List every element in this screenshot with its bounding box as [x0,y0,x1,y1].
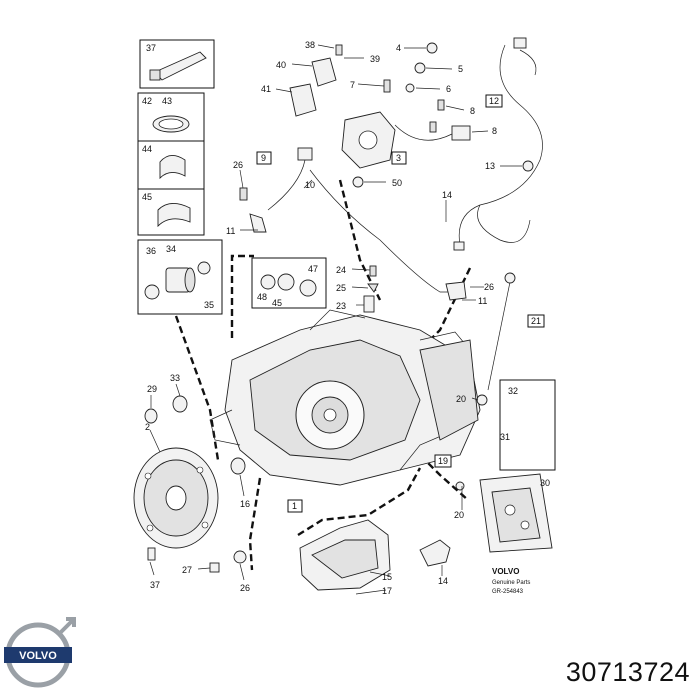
inset-box-46: 37 [139,39,215,89]
dash-group-3 [338,179,382,301]
callout-11a: 11 [226,226,235,236]
dash-group-6 [248,477,262,571]
callout-33: 33 [170,373,180,383]
callout-6: 6 [446,84,451,94]
callout-5: 5 [458,64,463,74]
callout-20a: 20 [456,394,466,404]
wiring-harness-12 [453,37,543,251]
callout-29: 29 [147,384,157,394]
callout-12: 12 [489,96,499,106]
callout-40: 40 [276,60,286,70]
callout-27: 27 [182,565,192,575]
selector-switch-3 [341,111,396,169]
plug-27 [209,562,220,573]
inset-box-44: 44 [137,140,205,190]
callout-41: 41 [261,84,271,94]
callout-17: 17 [382,586,392,596]
speed-sensor-8 [394,124,471,141]
torque-converter [133,447,219,549]
callout-45b: 45 [272,298,282,308]
callout-20b: 20 [454,510,464,520]
callout-2: 2 [145,422,150,432]
callout-39: 39 [370,54,380,64]
seal-26-lower [233,550,247,564]
seal-18 [230,457,246,475]
inset-box-47: 47 48 45 [251,257,327,309]
callout-24: 24 [336,265,346,275]
callout-labels: 38 39 40 41 7 4 5 6 8 8 13 50 14 26 10 1… [145,40,550,596]
callout-47: 47 [308,264,318,274]
logo-text: VOLVO [19,650,57,662]
callout-4: 4 [396,43,401,53]
callout-34: 34 [166,244,176,254]
leader-lines [149,44,522,595]
callout-10: 10 [305,180,315,190]
callout-32: 32 [508,386,518,396]
callout-11b: 11 [478,296,487,306]
callout-31: 31 [500,432,510,442]
small-fasteners [239,42,534,491]
callout-13: 13 [485,161,495,171]
callout-19: 19 [438,456,448,466]
callout-37: 37 [150,580,160,590]
dipstick-21 [487,272,516,391]
callout-23: 23 [336,301,346,311]
callout-45: 45 [142,192,152,202]
seal-33 [172,395,188,413]
callout-18: 16 [240,499,250,509]
callout-16: 15 [382,572,392,582]
boxed-callouts: 9 3 12 21 19 1 [256,94,545,513]
callout-46: 37 [146,43,156,53]
callout-26a: 26 [233,160,243,170]
callout-7: 7 [350,80,355,90]
callout-8a: 8 [470,106,475,116]
part-number: 30713724 [565,657,690,687]
valve-body [479,473,553,553]
callout-1: 1 [292,501,297,511]
callout-14: 14 [442,190,452,200]
inset-frame-30 [499,379,556,471]
callout-43: 43 [162,96,172,106]
callout-35: 35 [204,300,214,310]
callout-38: 38 [305,40,315,50]
callout-25: 25 [336,283,346,293]
callout-9: 9 [261,153,266,163]
callout-48: 48 [257,292,267,302]
callout-42: 42 [142,96,152,106]
bolt-37 [147,547,156,561]
dash-group-2 [230,254,254,338]
callout-15: 14 [438,576,448,586]
callout-50: 50 [392,178,402,188]
volvo-logo: VOLVO [4,617,76,688]
callout-30: 30 [540,478,550,488]
inset-box-34-36: 36 34 35 [137,239,223,315]
caption-line2: GR-254843 [492,589,524,595]
callout-44: 44 [142,144,152,154]
inset-box-42-43: 42 43 [137,92,205,142]
callout-3: 3 [396,153,401,163]
sensor-9 [267,147,313,211]
seal-29 [144,408,158,424]
callout-8b: 8 [492,126,497,136]
inset-box-45: 45 [137,188,205,236]
callout-26c: 26 [240,583,250,593]
transmission-housing [209,309,481,486]
callout-36: 36 [146,246,156,256]
caption-line1: Genuine Parts [492,580,530,586]
cable-10 [309,169,460,293]
callout-21: 21 [531,316,541,326]
dash-group-5 [174,315,220,461]
diagram-caption: VOLVO Genuine Parts GR-254843 [492,567,530,595]
oil-pan [299,519,451,591]
caption-brand: VOLVO [492,567,519,576]
bracket-40-41 [289,57,337,117]
callout-26b: 26 [484,282,494,292]
